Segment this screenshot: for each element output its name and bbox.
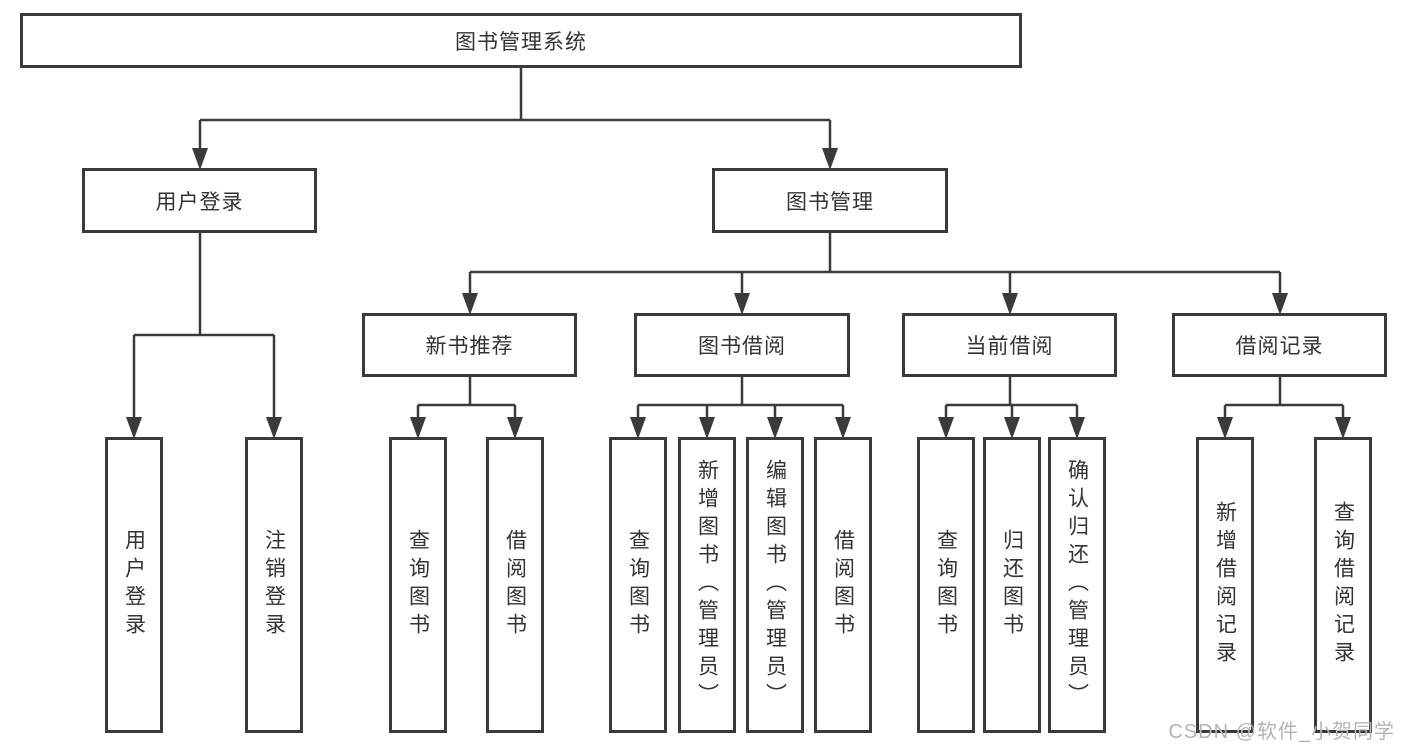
node-current-borrow: 当前借阅 xyxy=(902,313,1117,377)
leaf-borrow-books-recommend: 借阅图书 xyxy=(486,437,544,733)
leaf-add-borrow-record: 新增借阅记录 xyxy=(1196,437,1254,733)
leaf-query-borrow-record: 查询借阅记录 xyxy=(1314,437,1372,733)
csdn-watermark: CSDN @软件_小贺同学 xyxy=(1168,721,1395,743)
leaf-confirm-return-admin: 确认归还（管理员） xyxy=(1048,437,1106,733)
arrowheads xyxy=(126,148,1351,439)
node-borrow-records: 借阅记录 xyxy=(1172,313,1387,377)
node-book-management: 图书管理 xyxy=(712,168,948,233)
leaf-return-books: 归还图书 xyxy=(983,437,1041,733)
leaf-add-books-admin: 新增图书（管理员） xyxy=(678,437,736,733)
leaf-logout: 注销登录 xyxy=(245,437,303,733)
leaf-query-books-recommend: 查询图书 xyxy=(389,437,447,733)
leaf-query-books-current: 查询图书 xyxy=(917,437,975,733)
leaf-user-login: 用户登录 xyxy=(105,437,163,733)
node-library-management-system: 图书管理系统 xyxy=(20,13,1022,68)
leaf-borrow-books: 借阅图书 xyxy=(814,437,872,733)
node-user-login: 用户登录 xyxy=(82,168,317,233)
leaf-edit-books-admin: 编辑图书（管理员） xyxy=(746,437,804,733)
node-new-book-recommend: 新书推荐 xyxy=(362,313,577,377)
node-book-borrow: 图书借阅 xyxy=(634,313,850,377)
leaf-query-books-borrow: 查询图书 xyxy=(609,437,667,733)
